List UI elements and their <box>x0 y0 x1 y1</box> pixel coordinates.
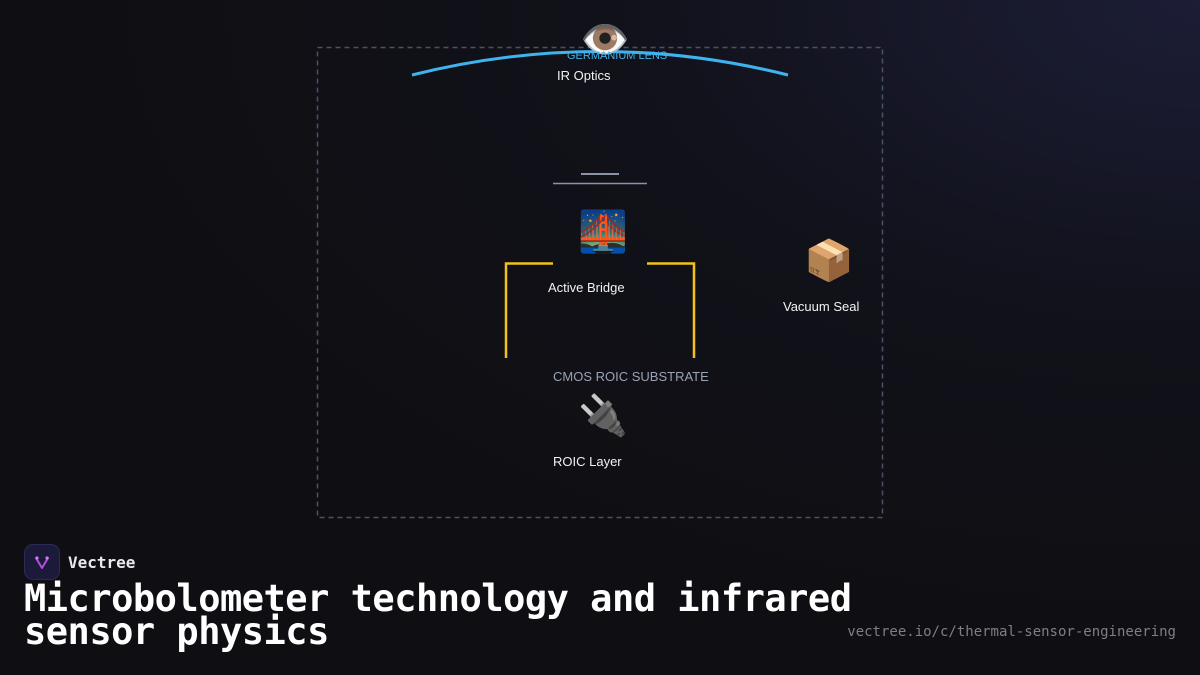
lens-arc <box>411 50 789 77</box>
eye-icon: 👁️ <box>580 17 630 63</box>
lens-label: IR Optics <box>557 68 611 83</box>
vectree-logo-icon <box>24 544 60 580</box>
electric-plug-icon: 🔌 <box>578 393 628 439</box>
bridge-leg-left <box>504 262 553 358</box>
page-title: Microbolometer technology and infrared s… <box>24 577 852 653</box>
source-url[interactable]: vectree.io/c/thermal-sensor-engineering <box>847 624 1176 640</box>
bridge-leg-right <box>647 262 696 358</box>
brand-name: Vectree <box>68 552 136 572</box>
bridge-label: Active Bridge <box>548 280 625 295</box>
lens-sublabel: GERMANIUM LENS <box>567 50 668 62</box>
roic-label: ROIC Layer <box>553 454 622 469</box>
brand: Vectree <box>24 544 135 580</box>
seal-label: Vacuum Seal <box>783 299 860 314</box>
substrate-label: CMOS ROIC SUBSTRATE <box>553 369 709 384</box>
package-box-icon: 📦 <box>804 238 854 284</box>
bridge-at-night-icon: 🌉 <box>578 209 628 255</box>
package-frame <box>316 46 884 519</box>
